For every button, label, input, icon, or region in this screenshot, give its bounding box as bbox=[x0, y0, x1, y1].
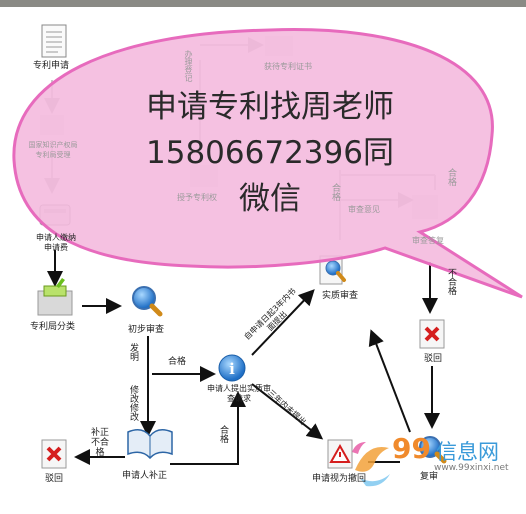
folder-icon bbox=[37, 278, 73, 316]
label-qualified-h: 合格 bbox=[168, 357, 187, 367]
node-prelim: 初步审查 bbox=[128, 325, 165, 335]
svg-text:i: i bbox=[229, 360, 235, 378]
watermark-brand-number: 99 bbox=[392, 432, 431, 465]
node-sipo-accept: 国家知识产权局专利局受理 bbox=[28, 141, 78, 159]
warning-icon bbox=[327, 439, 353, 469]
book-icon bbox=[127, 429, 173, 460]
node-handle: 办理登记 bbox=[184, 50, 193, 82]
top-bar bbox=[0, 0, 526, 7]
node-patent-apply: 专利申请 bbox=[33, 61, 70, 71]
magnifier-icon bbox=[419, 436, 447, 464]
label-qualified-faded-2: 合格 bbox=[446, 168, 456, 186]
label-qualified-faded-1: 合格 bbox=[330, 183, 340, 201]
magnifier-icon bbox=[132, 286, 163, 317]
reject-icon bbox=[419, 319, 445, 349]
node-reject-right: 驳回 bbox=[424, 354, 443, 364]
node-applicant-fix: 申请人补正 bbox=[122, 471, 168, 481]
node-deemed-withdrawn: 申请视为撤回 bbox=[312, 474, 367, 484]
node-classify: 专利局分类 bbox=[30, 322, 76, 332]
node-review: 复审 bbox=[420, 472, 439, 482]
node-reject-left: 驳回 bbox=[45, 474, 64, 484]
node-request-exam: 申请人提出实质审查请求 bbox=[207, 384, 271, 403]
bubble-line-1: 申请专利找周老师 bbox=[146, 89, 394, 125]
node-grant-notice: 授予专利权 bbox=[177, 193, 217, 202]
bubble-line-3: 微信 bbox=[239, 181, 301, 217]
label-fix-fail: 补正不合格 bbox=[90, 428, 109, 458]
label-unqualified: 不合格 bbox=[446, 268, 456, 295]
node-office-action: 审查意见 bbox=[348, 205, 380, 214]
label-modify: 修改修改 bbox=[128, 385, 138, 421]
document-icon bbox=[41, 24, 67, 58]
info-icon: i bbox=[218, 354, 246, 382]
reject-icon bbox=[41, 439, 67, 469]
node-substantive: 实质审查 bbox=[322, 291, 359, 301]
node-exam-reply: 审查答复 bbox=[412, 236, 444, 245]
search-document-icon bbox=[319, 255, 346, 285]
watermark-brand-text: 信息网 bbox=[436, 440, 499, 464]
speech-bubble bbox=[12, 28, 523, 299]
label-invention: 发明 bbox=[128, 343, 138, 361]
watermark-logo bbox=[352, 442, 390, 487]
watermark-url: www.99xinxi.net bbox=[434, 463, 509, 473]
bubble-line-2: 15806672396同 bbox=[146, 135, 394, 171]
node-wait-cert: 获待专利证书 bbox=[264, 62, 312, 71]
node-pay-fee: 申请人缴纳申请费 bbox=[36, 233, 76, 252]
label-qualified-v: 合格 bbox=[218, 425, 228, 443]
